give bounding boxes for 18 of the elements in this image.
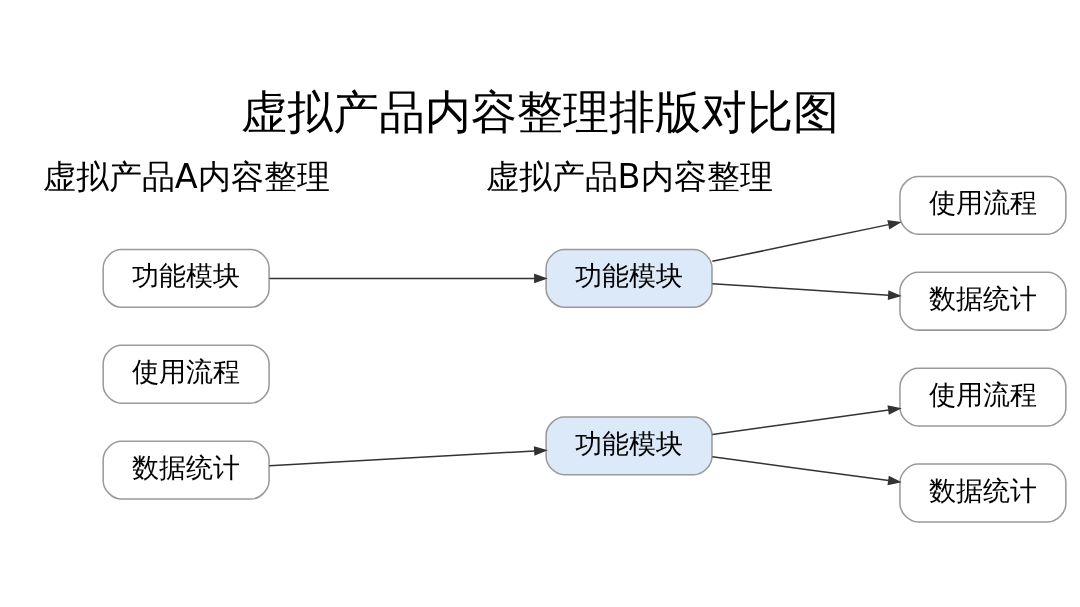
arrow — [711, 220, 902, 263]
diagram-title: 虚拟产品内容整理排版对比图 — [241, 85, 839, 139]
arrow — [711, 405, 902, 436]
arrow — [711, 456, 902, 486]
node-box: 功能模块 — [545, 416, 713, 476]
node-box: 数据统计 — [899, 463, 1067, 523]
label: 虚拟产品A内容整理 — [42, 156, 330, 196]
node-box: 功能模块 — [545, 248, 713, 309]
node-box: 数据统计 — [102, 440, 270, 500]
node-box: 使用流程 — [899, 175, 1067, 235]
node-box: 使用流程 — [102, 344, 270, 404]
node-box: 功能模块 — [102, 248, 270, 309]
arrow — [268, 273, 548, 284]
label: 虚拟产品B内容整理 — [485, 156, 773, 196]
arrow — [711, 282, 902, 300]
node-box: 使用流程 — [899, 367, 1067, 427]
arrow — [268, 446, 548, 467]
node-box: 数据统计 — [899, 271, 1067, 331]
